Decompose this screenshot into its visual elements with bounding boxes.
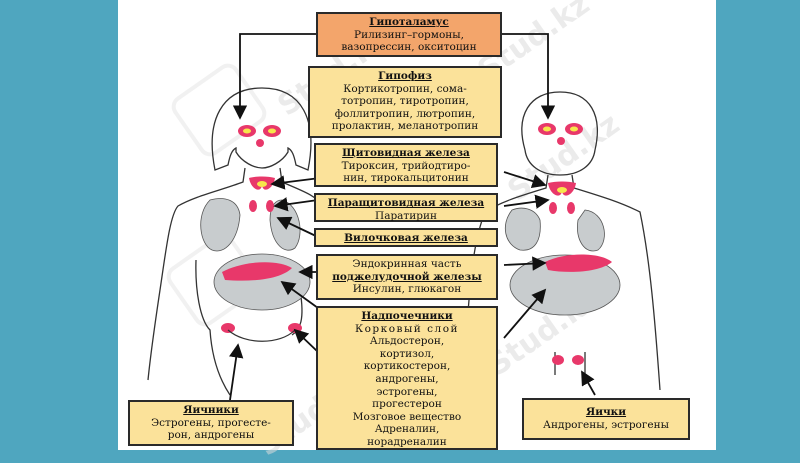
box-pituitary-line: Кортикотропин, сома-	[343, 82, 467, 95]
female-glands-icon	[221, 125, 302, 333]
box-pituitary: Гипофиз Кортикотропин, сома- тотропин, т…	[308, 66, 502, 138]
box-adrenal-line: андрогены,	[375, 372, 439, 385]
box-adrenal-line: Альдостерон,	[369, 335, 445, 348]
box-hypothalamus: Гипоталамус Рилизинг–гормоны, вазопресси…	[316, 12, 502, 57]
box-thymus: Вилочковая железа	[314, 228, 498, 247]
box-pancreas: Эндокринная часть поджелудочной железы И…	[316, 254, 498, 300]
box-pituitary-line: тотропин, тиротропин,	[341, 95, 469, 107]
box-testes-line: Андрогены, эстрогены	[543, 418, 669, 431]
box-hypothalamus-line: вазопрессин, окситоцин	[341, 41, 477, 53]
box-pituitary-title: Гипофиз	[378, 70, 432, 82]
box-thyroid-title: Щитовидная железа	[342, 147, 470, 159]
box-adrenal-line: кортизол,	[379, 347, 435, 360]
box-ovaries-title: Яичники	[183, 404, 239, 416]
box-adrenal-line: прогестерон	[372, 398, 442, 411]
box-hypothalamus-line: Рилизинг–гормоны,	[354, 28, 464, 41]
box-testes: Яички Андрогены, эстрогены	[522, 398, 690, 440]
box-parathyroid: Паращитовидная железа Паратирин	[314, 193, 498, 222]
box-thyroid-line: нин, тирокальцитонин	[343, 172, 469, 184]
box-pancreas-caption: Эндокринная часть	[352, 258, 462, 270]
box-thyroid-line: Тироксин, трийодтиро-	[341, 159, 471, 172]
box-adrenal-line: норадреналин	[367, 435, 447, 448]
box-hypothalamus-title: Гипоталамус	[369, 16, 449, 28]
box-pancreas-caption: поджелудочной железы	[332, 270, 482, 283]
box-adrenal-line: кортикостерон,	[363, 360, 451, 373]
box-adrenal: Надпочечники Корковый слой Альдостерон, …	[316, 306, 498, 450]
box-parathyroid-title: Паращитовидная железа	[327, 197, 485, 209]
box-adrenal-line: Адреналин,	[374, 423, 440, 436]
male-glands-icon	[538, 123, 612, 365]
box-thyroid: Щитовидная железа Тироксин, трийодтиро- …	[314, 143, 498, 187]
box-adrenal-title: Надпочечники	[361, 310, 453, 322]
arrows	[229, 33, 596, 401]
box-ovaries: Яичники Эстрогены, прогесте- рон, андрог…	[128, 400, 294, 446]
box-pancreas-line: Инсулин, глюкагон	[352, 283, 462, 295]
box-thymus-title: Вилочковая железа	[344, 232, 468, 244]
box-testes-title: Яички	[585, 406, 627, 418]
box-ovaries-line: Эстрогены, прогесте-	[151, 416, 271, 429]
slide: Stud.kz Stud.kz Stud.kz Stud.kz Stud.kz	[118, 0, 716, 463]
box-adrenal-line: Корковый слой	[354, 322, 460, 335]
female-organs-icon	[200, 198, 311, 311]
box-adrenal-line: эстрогены,	[376, 385, 438, 398]
box-pituitary-line: пролактин, меланотропин	[331, 120, 479, 132]
box-parathyroid-line: Паратирин	[375, 209, 437, 222]
box-pituitary-line: фоллитропин, лютропин,	[334, 107, 476, 120]
box-adrenal-line: Мозговое вещество	[352, 410, 462, 423]
box-ovaries-line: рон, андрогены	[167, 429, 255, 441]
